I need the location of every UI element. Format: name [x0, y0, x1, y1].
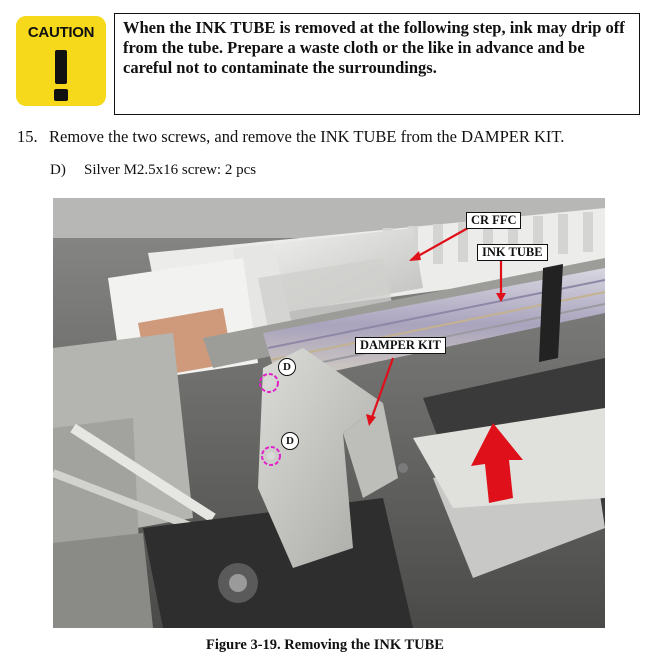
callout-ink-tube: INK TUBE	[477, 244, 548, 261]
step-number: 15.	[17, 127, 38, 146]
figure-caption: Figure 3-19. Removing the INK TUBE	[206, 637, 444, 653]
caution-icon-label: CAUTION	[27, 24, 95, 41]
substep-text: Silver M2.5x16 screw: 2 pcs	[84, 162, 257, 178]
callout-damper-kit: DAMPER KIT	[355, 337, 446, 354]
printer-photo-illustration	[53, 198, 605, 628]
exclamation-bar	[55, 50, 67, 84]
substep-letter: D)	[50, 162, 66, 178]
exclamation-dot	[54, 89, 68, 101]
substep-d: D) Silver M2.5x16 screw: 2 pcs	[50, 160, 256, 180]
callout-cr-ffc: CR FFC	[466, 212, 522, 229]
figure-photo: CR FFC INK TUBE DAMPER KIT D D	[53, 198, 605, 628]
step-15: 15. Remove the two screws, and remove the…	[17, 127, 564, 147]
screw-label-lower: D	[281, 432, 299, 450]
caution-message: When the INK TUBE is removed at the foll…	[114, 13, 640, 115]
step-text: Remove the two screws, and remove the IN…	[49, 127, 565, 146]
screw-label-upper: D	[278, 358, 296, 376]
caution-icon: CAUTION	[16, 16, 106, 106]
